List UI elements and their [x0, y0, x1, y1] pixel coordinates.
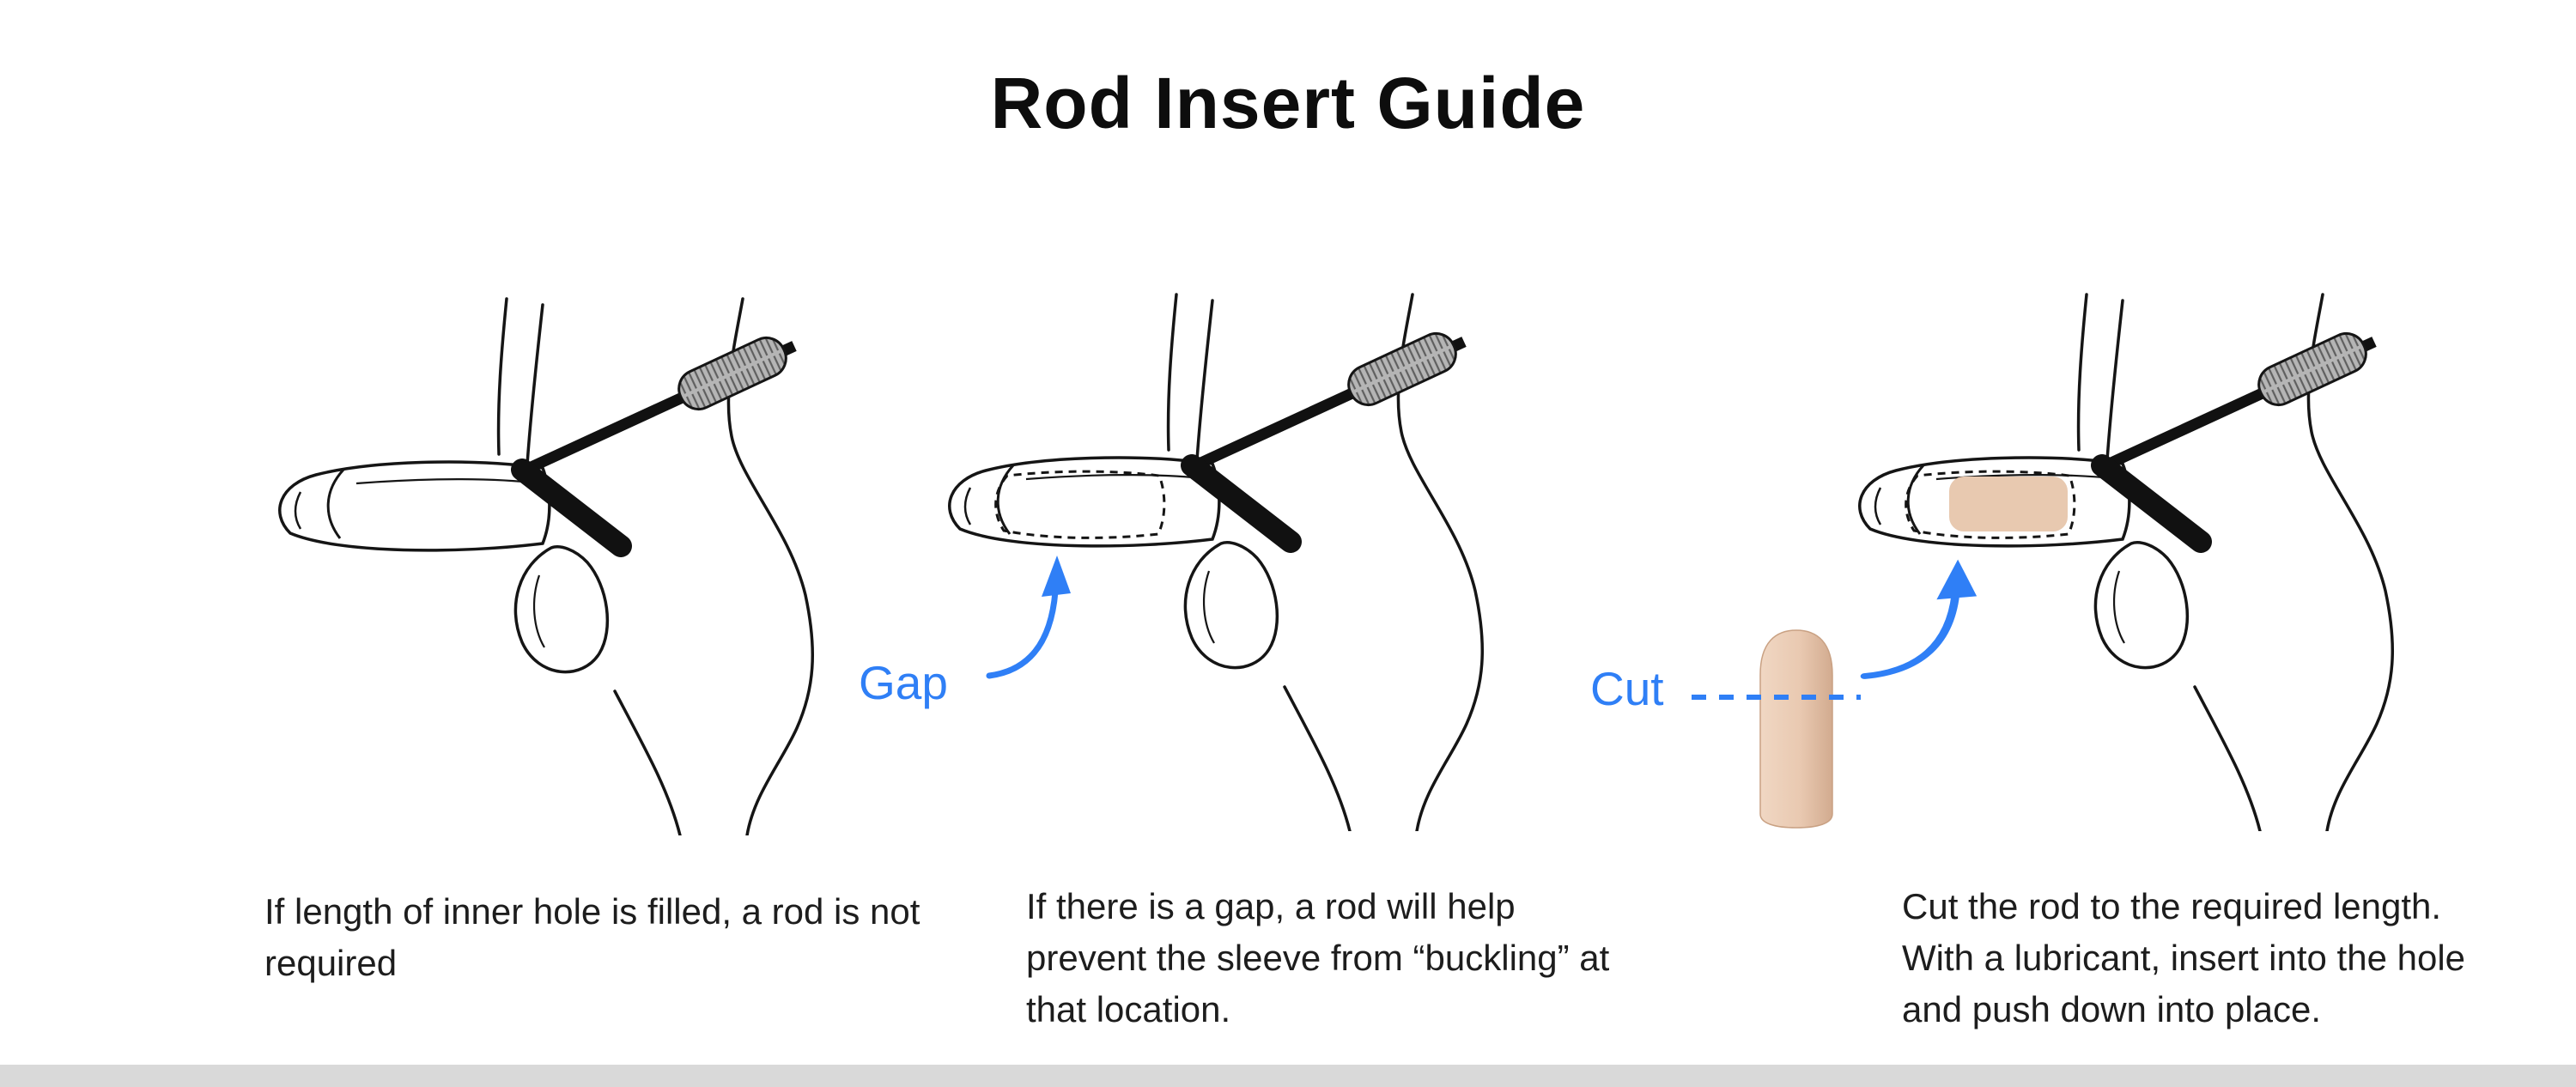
caption-no-rod: If length of inner hole is filled, a rod… — [264, 891, 920, 984]
footer-bar — [0, 1065, 2576, 1087]
cut-arrow-icon — [1850, 550, 1992, 691]
cut-dashed-line — [1692, 695, 1861, 700]
gap-arrow-icon — [979, 545, 1082, 691]
gap-label: Gap — [859, 656, 948, 709]
page-title: Rod Insert Guide — [990, 63, 1586, 143]
rod-icon — [1759, 629, 1833, 829]
body-figure — [280, 299, 813, 835]
caption-gap: If there is a gap, a rod will help preve… — [1026, 886, 1610, 1030]
figure-no-rod — [240, 286, 841, 835]
rod-inside-sleeve — [1949, 477, 2068, 531]
caption-cut: Cut the rod to the required length. With… — [1902, 886, 2466, 1030]
cut-label: Cut — [1590, 662, 1664, 715]
